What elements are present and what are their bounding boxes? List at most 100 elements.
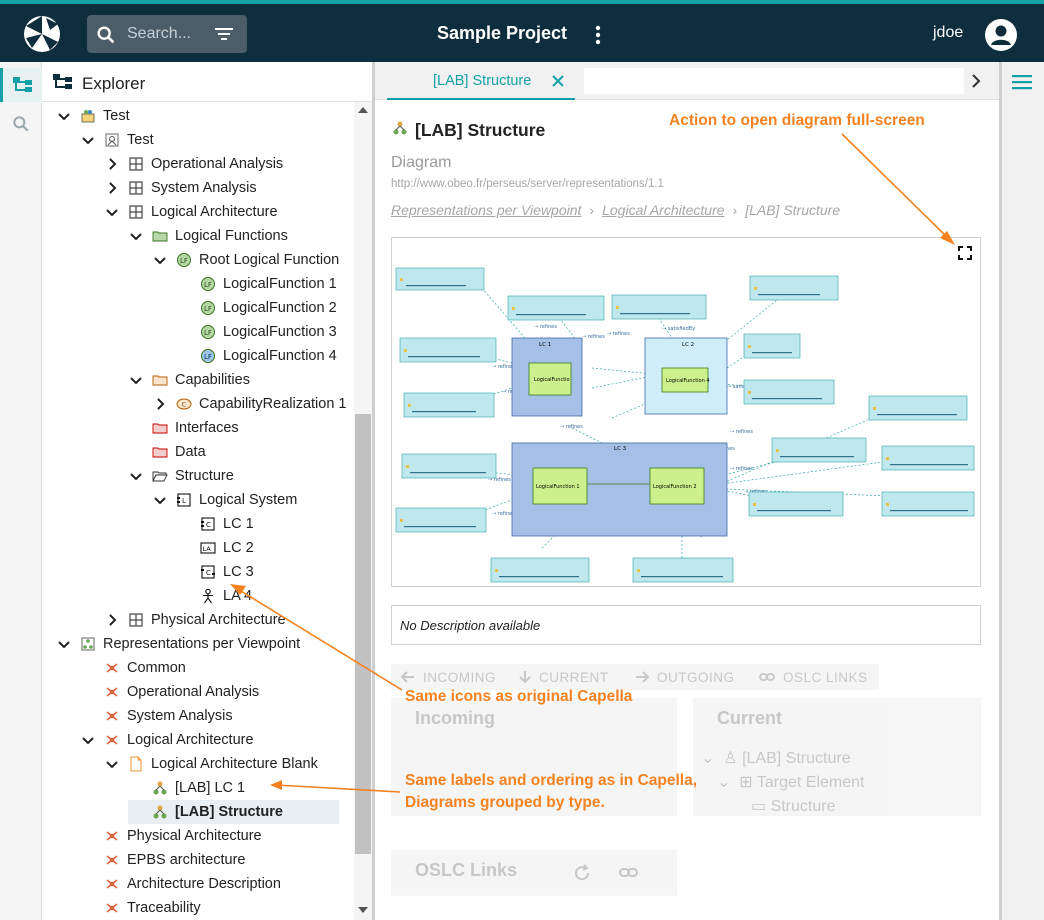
chevron-down-icon[interactable] [80,732,96,748]
folder-open-icon [152,468,168,484]
incoming-button[interactable]: INCOMING [391,664,509,690]
main-area: [LAB] Structure [LAB] Structure Action t… [375,62,999,920]
tree-item-label: Interfaces [175,420,239,436]
tree-item[interactable]: Common [80,656,186,680]
tree-item[interactable]: Architecture Description [80,872,281,896]
tree-item-label: Common [127,660,186,676]
tree-item[interactable]: [LAB] Structure [128,800,339,824]
tree-item[interactable]: Operational Analysis [80,680,259,704]
fullscreen-icon[interactable] [958,246,972,260]
breadcrumb-item[interactable]: Representations per Viewpoint [391,202,582,218]
tree-item[interactable]: Logical Architecture [80,728,254,752]
tree-item-label: [LAB] Structure [175,804,283,820]
add-link-icon[interactable] [619,866,641,880]
chevron-down-icon[interactable] [104,204,120,220]
viewpoint-icon [104,732,120,748]
tree-item[interactable]: EPBS architecture [80,848,245,872]
chevron-right-icon[interactable] [971,74,981,88]
chevron-down-icon[interactable] [56,108,72,124]
chevron-down-icon[interactable] [104,756,120,772]
tree-item[interactable]: Traceability [80,896,201,920]
search-icon [97,26,115,44]
tree-item-label: System Analysis [127,708,233,724]
tree-item[interactable]: System Analysis [104,176,257,200]
current-item[interactable]: ⌄ ⊞ Target Element [717,774,865,791]
tab-lab-structure[interactable]: [LAB] Structure [387,62,575,100]
refresh-icon[interactable] [573,864,591,882]
tree-item[interactable]: Physical Architecture [80,824,262,848]
scroll-down-icon[interactable] [358,906,368,914]
chevron-right-icon[interactable] [104,156,120,172]
search-input[interactable]: Search... [127,25,192,42]
tree-item[interactable]: Interfaces [128,416,239,440]
tree-item[interactable]: LA 4 [176,584,252,608]
diagram-preview[interactable]: ⇢ refines⇢ refines⇢ refines ⇢ satisfiedB… [391,237,981,587]
tree-item[interactable]: Logical Functions [128,224,288,248]
more-vert-icon[interactable] [590,22,606,48]
tree-item[interactable]: Representations per Viewpoint [56,632,300,656]
account-circle-icon[interactable] [984,18,1018,52]
search-box[interactable]: Search... [87,15,247,53]
tree-item[interactable]: Physical Architecture [104,608,286,632]
app-logo-icon[interactable] [22,14,62,54]
chevron-down-icon[interactable] [56,636,72,652]
panel-splitter[interactable] [372,62,375,920]
explorer-view-button[interactable] [0,68,42,102]
chevron-down-icon[interactable] [128,228,144,244]
logical-function-icon: LF [176,252,192,268]
chevron-down-icon[interactable] [152,492,168,508]
current-item[interactable]: ▭ Structure [751,798,836,815]
current-card: Current ⌄ ♙ [LAB] Structure ⌄ ⊞ Target E… [693,698,981,816]
tree-item[interactable]: Test [56,104,130,128]
oslc-links-button[interactable]: OSLC LINKS [749,664,879,690]
tree-item[interactable]: Data [128,440,206,464]
search-view-icon[interactable] [11,114,31,134]
tree-item[interactable]: Capabilities [128,368,250,392]
folder-red-icon [152,444,168,460]
scroll-thumb[interactable] [355,414,371,854]
tree-item[interactable]: Logical Architecture [104,200,278,224]
tree-item[interactable]: Structure [128,464,234,488]
tree-item[interactable]: [LAB] LC 1 [128,776,245,800]
scroll-up-icon[interactable] [358,106,368,114]
chevron-right-icon[interactable] [152,396,168,412]
close-icon[interactable] [551,74,565,88]
document-icon [128,756,144,772]
menu-icon[interactable] [1012,74,1032,90]
logical-component-icon: C [200,516,216,532]
chevron-down-icon[interactable] [80,132,96,148]
chevron-right-icon[interactable] [104,612,120,628]
current-button[interactable]: CURRENT [509,664,625,690]
explorer-header: Explorer [42,62,372,102]
chevron-down-icon[interactable] [128,468,144,484]
tree-item[interactable]: Operational Analysis [104,152,283,176]
tree-item[interactable]: Logical Architecture Blank [104,752,318,776]
viewpoint-icon [104,708,120,724]
tree-item[interactable]: Test [80,128,154,152]
chevron-down-icon[interactable] [128,372,144,388]
arrow-left-icon [401,671,414,683]
user-name[interactable]: jdoe [933,24,964,41]
filter-icon[interactable] [214,26,234,42]
current-item[interactable]: ⌄ ♙ [LAB] Structure [701,750,851,767]
chevron-down-icon[interactable] [152,252,168,268]
svg-text:C: C [182,401,187,409]
tree-item-label: Test [127,132,154,148]
chevron-right-icon[interactable] [104,180,120,196]
explorer-scrollbar[interactable] [354,102,372,920]
breadcrumb-item[interactable]: Logical Architecture [602,202,725,218]
outgoing-button[interactable]: OUTGOING [625,664,749,690]
tree-item[interactable]: System Analysis [80,704,233,728]
